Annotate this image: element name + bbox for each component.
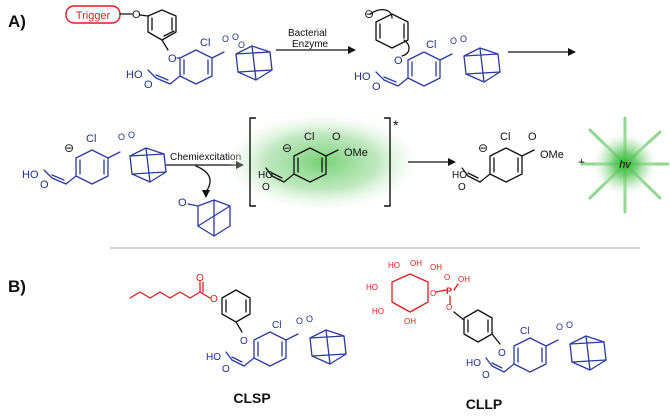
svg-text:O: O xyxy=(240,336,248,347)
svg-text:O: O xyxy=(144,79,153,91)
svg-text:O: O xyxy=(238,40,245,50)
svg-text:O: O xyxy=(430,289,436,298)
svg-text:HO: HO xyxy=(372,307,384,316)
clsp-label: CLSP xyxy=(233,390,270,406)
svg-text:O: O xyxy=(498,348,506,359)
phenoxy-o: O xyxy=(132,9,141,21)
svg-text:O: O xyxy=(528,131,537,143)
trigger-label: Trigger xyxy=(76,10,111,22)
svg-text:O: O xyxy=(222,364,230,375)
svg-text:⊖: ⊖ xyxy=(64,141,74,155)
ground-state-benzoate: ⊖ Cl O OMe HO O + xyxy=(452,131,585,193)
svg-text:HO: HO xyxy=(206,352,221,363)
clsp-carbonyl-o: O xyxy=(196,273,204,284)
svg-text:Cl: Cl xyxy=(500,131,510,143)
ketone-o: O xyxy=(178,197,187,209)
ome-label-1: OMe xyxy=(344,147,368,159)
svg-text:OH: OH xyxy=(404,317,416,326)
benzyl-o: O xyxy=(168,53,177,65)
svg-text:HO: HO xyxy=(258,170,273,181)
svg-text:O: O xyxy=(450,36,457,46)
probe-molecule: Trigger O O Cl O O O HO O xyxy=(65,5,273,91)
svg-text:O: O xyxy=(296,316,303,326)
plus-sign: + xyxy=(578,155,585,169)
svg-text:O: O xyxy=(222,34,229,44)
svg-text:OH: OH xyxy=(410,259,422,268)
svg-text:OH: OH xyxy=(430,263,442,272)
svg-text:⊖: ⊖ xyxy=(364,7,374,21)
svg-text:Cl: Cl xyxy=(426,39,436,51)
svg-text:OH: OH xyxy=(458,275,470,284)
svg-text:Cl: Cl xyxy=(86,133,96,145)
svg-text:O: O xyxy=(118,132,125,142)
svg-text:HO: HO xyxy=(388,261,400,270)
svg-text:O: O xyxy=(556,322,563,332)
svg-text:O: O xyxy=(306,314,313,324)
decay-arrow xyxy=(408,158,456,166)
right-bracket xyxy=(384,117,391,207)
svg-text:O: O xyxy=(482,370,490,381)
svg-text:HO: HO xyxy=(466,358,481,369)
svg-text:Cl: Cl xyxy=(272,320,281,331)
chloro-label: Cl xyxy=(200,37,210,49)
cllp-label: CLLP xyxy=(466,396,503,412)
panel-b-label: B) xyxy=(8,277,26,296)
svg-text:HO: HO xyxy=(452,170,467,181)
svg-text:O: O xyxy=(394,55,403,67)
chemiexcitation-label: Chemiexcitation xyxy=(170,152,241,163)
svg-text:O: O xyxy=(566,320,573,330)
svg-text:⊖: ⊖ xyxy=(478,141,488,155)
enzyme-arrow: Bacterial Enzyme xyxy=(276,28,356,54)
svg-text:Cl: Cl xyxy=(304,131,314,143)
svg-text:Cl: Cl xyxy=(520,326,529,337)
arrow-row1-right xyxy=(508,48,576,56)
svg-text:O: O xyxy=(444,273,450,282)
excited-star: * xyxy=(393,117,399,133)
svg-text:O: O xyxy=(332,131,341,143)
enzyme-label-2: Enzyme xyxy=(292,39,329,50)
ome-label-2: OMe xyxy=(540,149,564,161)
svg-text:O: O xyxy=(262,182,270,193)
svg-text:O: O xyxy=(458,182,466,193)
svg-text:O: O xyxy=(128,130,135,140)
svg-text:HO: HO xyxy=(22,169,39,181)
intermediate-elimination: ⊖ O Cl O O HO O xyxy=(354,7,501,93)
phenolate-dioxetane: ⊖ Cl O O HO O xyxy=(22,130,167,191)
svg-text:O: O xyxy=(232,32,239,42)
enzyme-label-1: Bacterial xyxy=(288,28,327,39)
panel-a-label: A) xyxy=(8,12,26,31)
adamantanone: O xyxy=(178,197,231,237)
svg-text:⊖: ⊖ xyxy=(282,141,292,155)
carboxyl-ho: HO xyxy=(126,69,143,81)
phosphorus-label: P xyxy=(446,286,452,296)
svg-text:O: O xyxy=(40,179,49,191)
hv-label: hv xyxy=(619,159,632,171)
svg-text:O: O xyxy=(460,34,467,44)
svg-text:HO: HO xyxy=(366,283,378,292)
clsp-structure: O O O Cl O O HO O CLSP xyxy=(129,273,347,406)
left-bracket xyxy=(249,117,256,207)
clsp-ester-o: O xyxy=(210,294,218,305)
excited-state-complex: * ⊖ Cl O OMe HO O xyxy=(230,116,414,208)
svg-text:HO: HO xyxy=(354,71,371,83)
light-emission-burst: hv xyxy=(580,116,670,214)
cllp-structure: HO OH OH HO HO OH O P O OH O O Cl O O HO xyxy=(366,259,607,412)
svg-text:O: O xyxy=(446,303,452,312)
svg-text:O: O xyxy=(372,81,381,93)
